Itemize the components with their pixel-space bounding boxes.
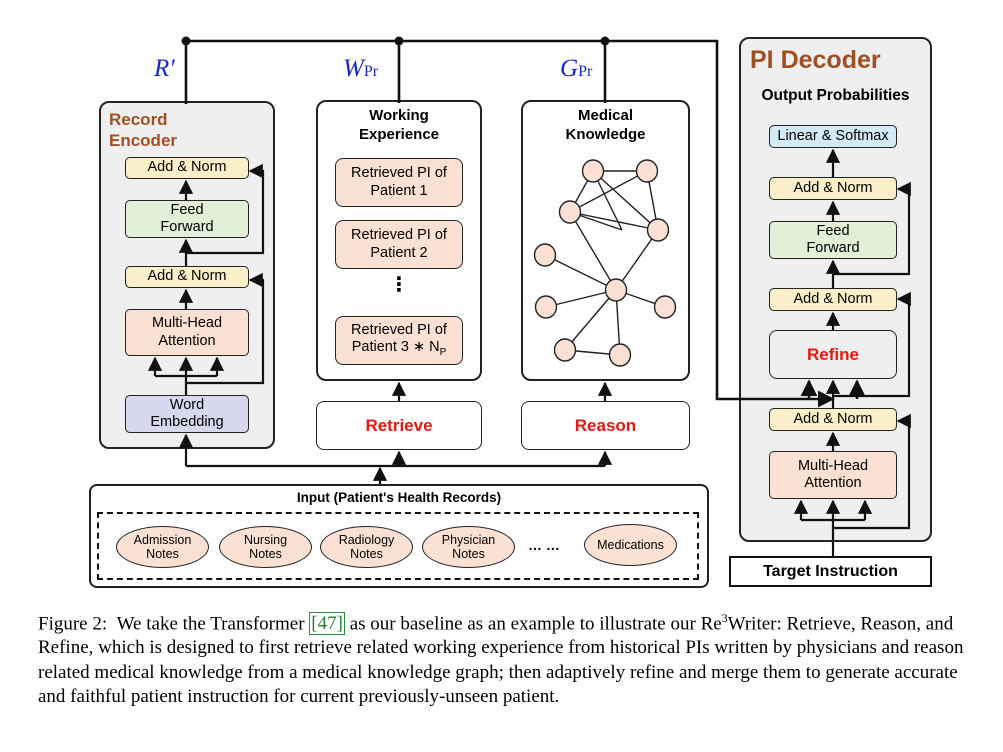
medical-knowledge-title: Medical Knowledge bbox=[565, 107, 646, 143]
top-bus-line bbox=[186, 39, 835, 408]
dec-residual-2 bbox=[833, 291, 911, 398]
encoder-feed-forward: Feed Forward bbox=[125, 200, 249, 238]
junction-dots bbox=[181, 36, 610, 46]
decoder-add-norm-2: Add & Norm bbox=[769, 288, 897, 311]
record-encoder-title: Record Encoder bbox=[109, 110, 178, 151]
working-experience-title: Working Experience bbox=[358, 107, 440, 143]
retrieve-module: Retrieve bbox=[316, 401, 482, 450]
notes-ellipsis: … … bbox=[528, 537, 560, 553]
medications-note: Medications bbox=[584, 524, 677, 566]
dec-residual-3 bbox=[833, 181, 911, 276]
decoder-feed-forward: Feed Forward bbox=[769, 221, 897, 259]
retrieved-pi-patient-n: Retrieved PI of Patient 3 ∗ NP bbox=[335, 316, 463, 365]
retrieved-pi-patient-2: Retrieved PI of Patient 2 bbox=[335, 220, 463, 269]
knowledge-graph-nodes bbox=[533, 159, 677, 367]
encoder-add-norm-bottom: Add & Norm bbox=[125, 266, 249, 288]
knowledge-graph bbox=[544, 170, 666, 356]
retrieved-pi-ellipsis: ⋮ bbox=[389, 274, 409, 296]
output-probabilities-label: Output Probabilities bbox=[761, 87, 910, 104]
r-prime-label: R′ bbox=[154, 55, 175, 82]
target-instruction-box: Target Instruction bbox=[729, 556, 932, 587]
pi-decoder-title: PI Decoder bbox=[750, 46, 881, 74]
figure-caption: Figure 2: We take the Transformer [47] a… bbox=[38, 611, 964, 707]
citation-link[interactable]: [47] bbox=[309, 612, 345, 636]
enc-residual-1 bbox=[186, 272, 265, 385]
linear-softmax-box: Linear & Softmax bbox=[769, 125, 897, 148]
retrieved-pi-patient-1: Retrieved PI of Patient 1 bbox=[335, 158, 463, 207]
enc-residual-2 bbox=[186, 163, 265, 255]
decoder-add-norm-1: Add & Norm bbox=[769, 177, 897, 200]
encoder-add-norm-top: Add & Norm bbox=[125, 157, 249, 179]
refine-module: Refine bbox=[769, 330, 897, 379]
w-pr-label: WPr bbox=[343, 55, 379, 82]
word-embedding-box: Word Embedding bbox=[125, 395, 249, 433]
encoder-multi-head-attention: Multi-Head Attention bbox=[125, 309, 249, 356]
input-title: Input (Patient's Health Records) bbox=[296, 490, 502, 505]
decoder-add-norm-3: Add & Norm bbox=[769, 408, 897, 431]
g-pr-label: GPr bbox=[560, 55, 593, 82]
reason-module: Reason bbox=[521, 401, 690, 450]
dec-residual-1 bbox=[833, 413, 911, 530]
decoder-multi-head-attention: Multi-Head Attention bbox=[769, 451, 897, 499]
